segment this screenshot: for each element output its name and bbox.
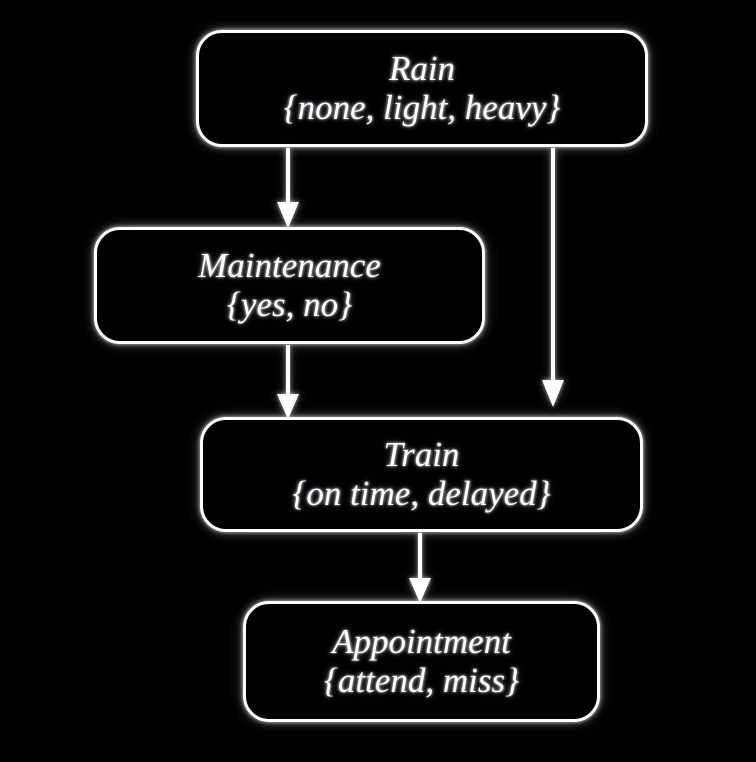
down-arrow-icon (409, 578, 431, 603)
edge-rain-to-maintenance (268, 146, 308, 230)
node-rain-name: Rain (388, 49, 456, 89)
node-rain-states: {none, light, heavy} (283, 88, 561, 127)
node-maintenance-states: {yes, no} (226, 285, 353, 324)
node-appointment-name: Appointment (332, 622, 511, 662)
edge-rain-to-train (533, 146, 573, 410)
node-appointment-states: {attend, miss} (323, 661, 520, 700)
edge-train-to-appointment (400, 531, 440, 605)
node-maintenance[interactable]: Maintenance {yes, no} (94, 227, 485, 344)
node-train-states: {on time, delayed} (292, 474, 551, 513)
edge-maintenance-to-train (268, 343, 308, 421)
down-arrow-icon (277, 202, 299, 228)
node-appointment[interactable]: Appointment {attend, miss} (243, 601, 600, 722)
down-arrow-icon (277, 394, 299, 419)
node-maintenance-name: Maintenance (198, 246, 381, 286)
node-train[interactable]: Train {on time, delayed} (200, 417, 643, 532)
node-train-name: Train (383, 435, 460, 475)
node-rain[interactable]: Rain {none, light, heavy} (196, 30, 648, 147)
down-arrow-icon (542, 380, 564, 407)
